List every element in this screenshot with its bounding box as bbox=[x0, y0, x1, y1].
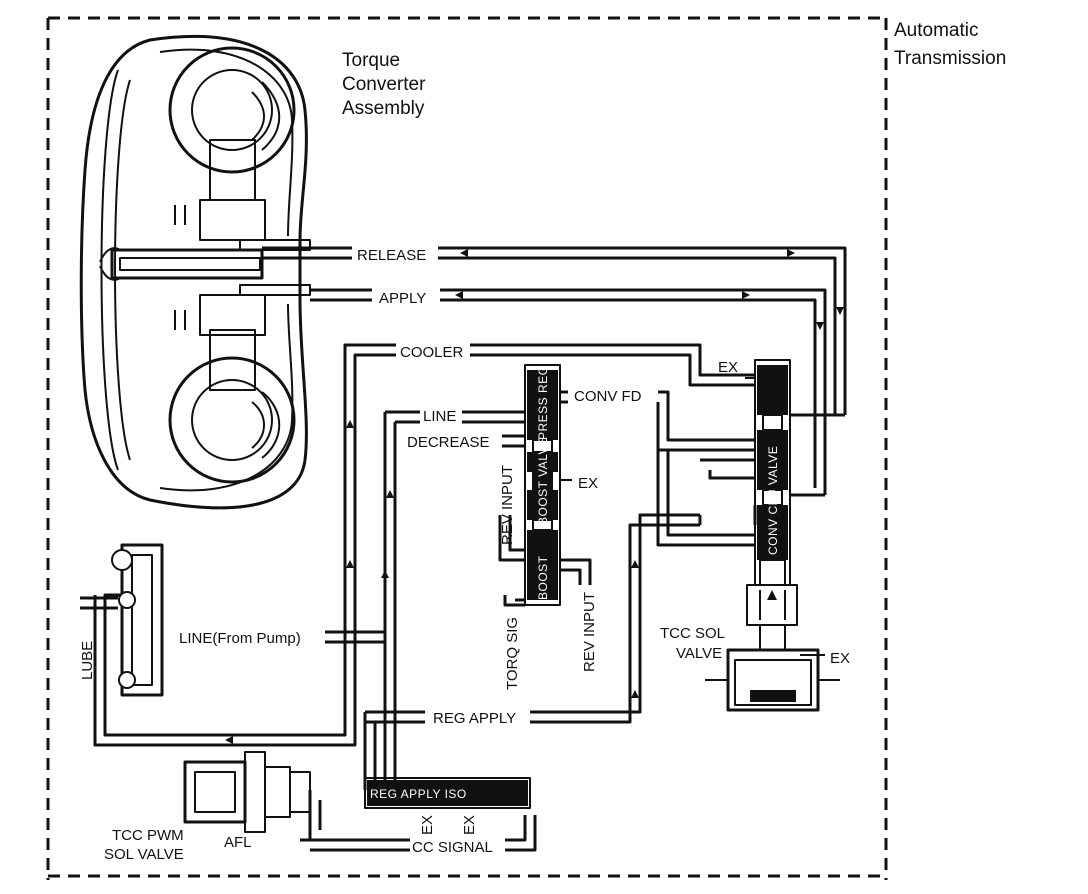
conv-clu-valve-label: CONV CLU VALVE bbox=[766, 446, 780, 555]
tcc-pwm-label-2: SOL VALVE bbox=[104, 846, 184, 863]
torque-converter-label-2: Converter bbox=[342, 74, 426, 95]
flow-arrows bbox=[225, 249, 844, 744]
torque-converter-label-3: Assembly bbox=[342, 98, 425, 119]
ex-press-reg-label: EX bbox=[578, 475, 598, 492]
apply-label: APPLY bbox=[379, 290, 426, 307]
afl-label: AFL bbox=[224, 834, 252, 851]
torque-converter-label-1: Torque bbox=[342, 50, 400, 71]
decrease-label: DECREASE bbox=[407, 434, 490, 451]
torq-sig-label: TORQ SIG bbox=[504, 617, 521, 690]
reg-apply-iso-label: REG APPLY ISO bbox=[370, 787, 467, 801]
rev-input-label-2: REV INPUT bbox=[581, 592, 598, 672]
press-reg-valve bbox=[524, 364, 561, 606]
tcc-sol-valve-label-1: TCC SOL bbox=[660, 625, 725, 642]
transmission-boundary bbox=[46, 16, 888, 880]
reg-apply-label: REG APPLY bbox=[433, 710, 516, 727]
cooler-block bbox=[80, 543, 164, 697]
title-line2: Transmission bbox=[894, 48, 1006, 69]
line-labels: RELEASE APPLY COOLER LINE DECREASE CONV … bbox=[79, 247, 642, 856]
reg-apply-iso-valve bbox=[364, 777, 531, 809]
lube-label: LUBE bbox=[79, 641, 96, 680]
line-label: LINE bbox=[423, 408, 456, 425]
rev-input-label-1: REV INPUT bbox=[499, 465, 516, 545]
tcc-sol-valve-label-2: VALVE bbox=[676, 645, 722, 662]
valve-labels: PRESS REG BOOST VALVE BOOST CONV CLU VAL… bbox=[104, 365, 780, 863]
boost-valve-label: BOOST VALVE bbox=[536, 437, 550, 525]
torque-converter-drawing bbox=[79, 35, 311, 510]
boost-label: BOOST bbox=[536, 555, 550, 600]
tcc-sol-valve bbox=[705, 584, 840, 712]
ex-iso-label-1: EX bbox=[419, 815, 436, 835]
hydraulic-lines bbox=[93, 246, 847, 852]
ex-tcc-sol-label: EX bbox=[830, 650, 850, 667]
cooler-label: COOLER bbox=[400, 344, 464, 361]
title-line1: Automatic bbox=[894, 20, 978, 41]
conv-clu-valve bbox=[754, 359, 791, 586]
ex-iso-label-2: EX bbox=[461, 815, 478, 835]
ex-conv-valve-label: EX bbox=[718, 359, 738, 376]
line-from-pump-label: LINE(From Pump) bbox=[179, 630, 301, 647]
exhaust-labels: EX EX EX EX EX bbox=[419, 359, 850, 835]
cc-signal-label: CC SIGNAL bbox=[412, 839, 493, 856]
tcc-pwm-sol-valve bbox=[183, 751, 311, 833]
release-label: RELEASE bbox=[357, 247, 426, 264]
tcc-pwm-label-1: TCC PWM bbox=[112, 827, 184, 844]
conv-fd-label: CONV FD bbox=[574, 388, 642, 405]
press-reg-label: PRESS REG bbox=[536, 365, 550, 440]
